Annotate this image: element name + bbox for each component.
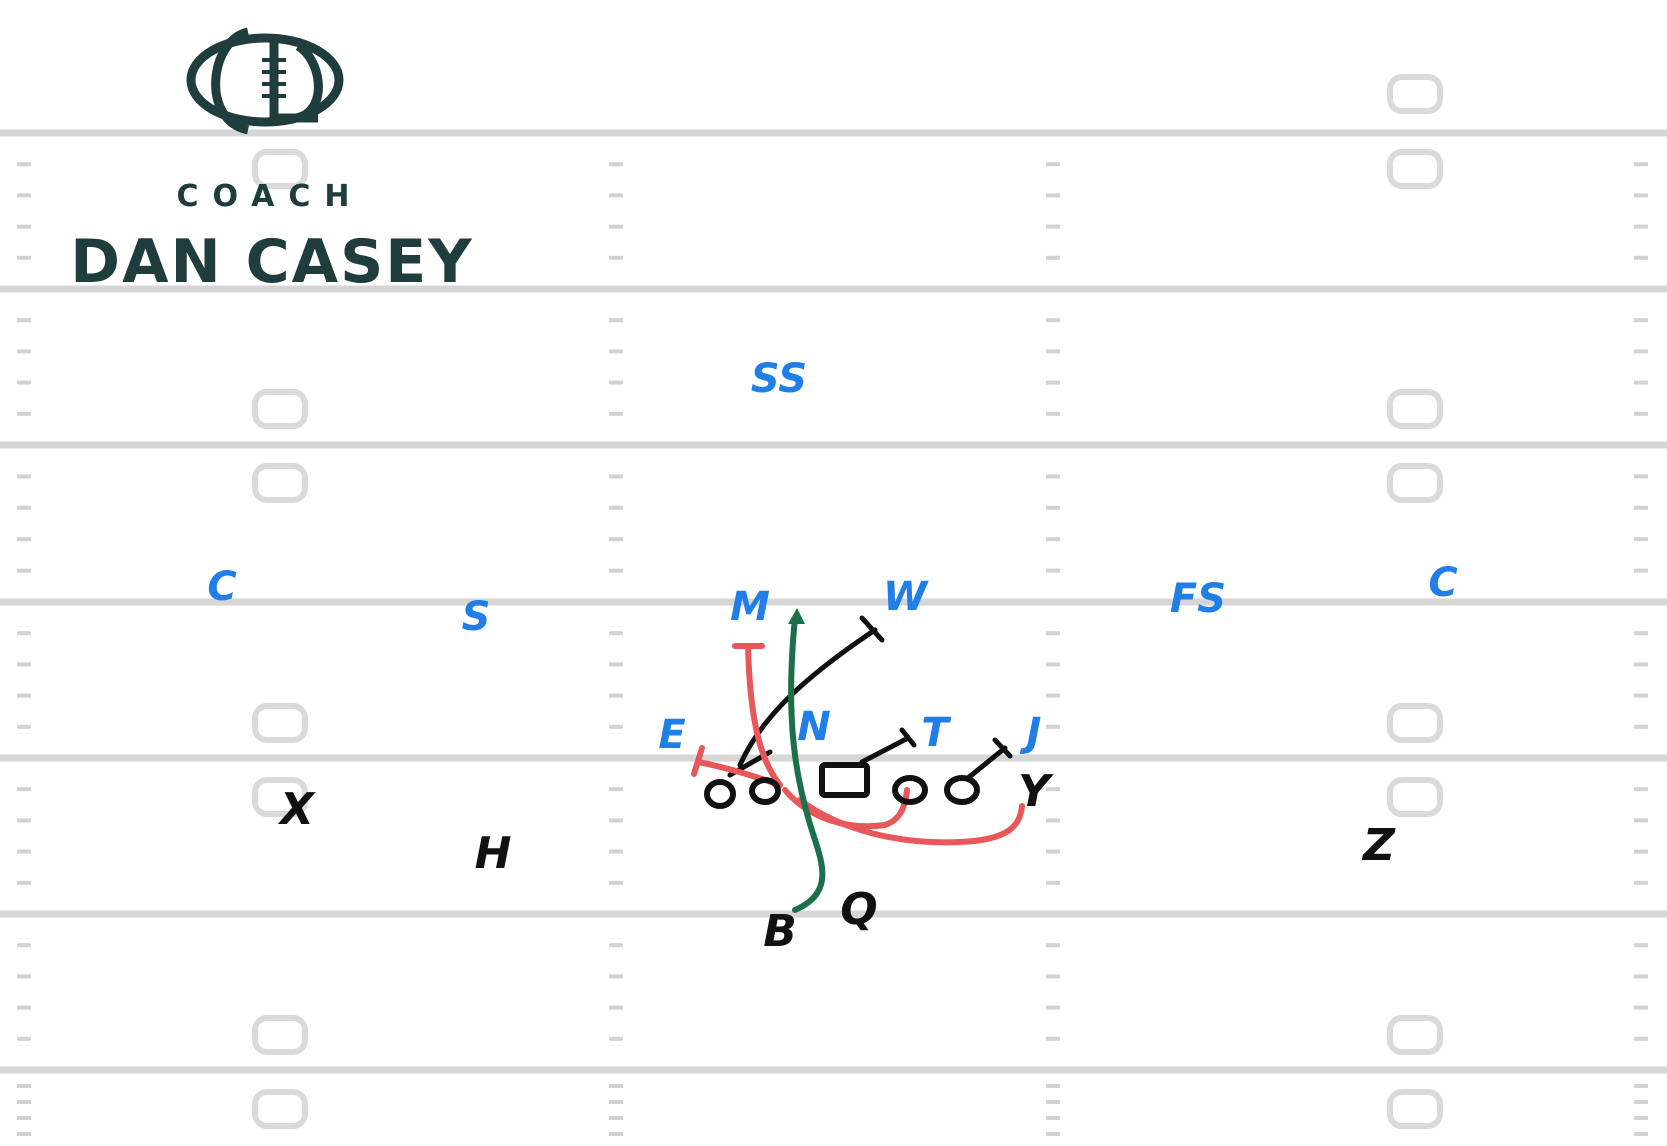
defense-ss: SS [751,356,807,402]
logo-coach-text: COACH [176,179,363,214]
yard-number-box [1387,777,1443,817]
yard-number-box [252,389,308,429]
yard-number-box [1387,1089,1443,1129]
play-paths [691,608,1025,913]
offense-players: X H Y Z Q B [277,766,1396,957]
yard-number-box [1387,149,1443,189]
yard-number-box [252,463,308,503]
defense-s: S [462,594,491,640]
yard-number-box [1387,703,1443,743]
logo-name-text: DAN CASEY [70,227,473,297]
yard-number-box [252,1015,308,1055]
block-path-center [859,735,911,765]
yard-number-box [252,149,308,189]
defense-w: W [883,574,929,620]
defense-e: E [658,712,685,758]
defense-m: M [730,584,770,630]
lineman-left-guard [749,777,781,805]
lineman-left-tackle [704,779,736,809]
offense-q: Q [840,884,877,935]
run-arrow-icon [788,608,805,624]
yard-number-box [1387,74,1443,114]
defense-n: N [797,704,830,750]
block-path-tackle [965,745,1008,781]
block-end-mark [992,737,1013,759]
defense-j: J [1020,710,1042,756]
yard-lines [0,129,1667,1074]
yard-number-box [1387,389,1443,429]
yard-number-box [1387,463,1443,503]
offense-z: Z [1361,820,1396,871]
defense-t: T [921,710,951,756]
offensive-line [704,762,980,809]
hash-marks [17,162,1648,1136]
yard-number-box [252,703,308,743]
yard-number-box [1387,1015,1443,1055]
block-end-mark [899,727,917,748]
block-path-guard [737,627,878,768]
yard-number-box [252,1089,308,1129]
run-path-b [788,615,826,913]
pull-path-m [745,643,783,788]
lineman-right-tackle [944,775,980,805]
lineman-right-guard [892,775,928,805]
defense-c-right: C [1428,560,1457,606]
offense-y: Y [1018,766,1054,817]
offense-h: H [475,828,512,879]
pull-end-mark [691,745,705,777]
offense-b: B [763,906,797,957]
block-end-mark [859,615,885,643]
lineman-center [819,762,870,798]
defense-c-left: C [207,564,236,610]
logo-emblem-icon [186,27,344,135]
defense-fs: FS [1170,576,1226,622]
offense-x: X [277,784,316,835]
defense-players: SS C S M W FS C E N T J [207,356,1457,758]
yard-number-box [252,777,308,817]
pull-path-wide [797,797,1025,846]
coach-logo: COACH DAN CASEY [70,27,473,297]
yard-numbers [252,74,1443,1129]
